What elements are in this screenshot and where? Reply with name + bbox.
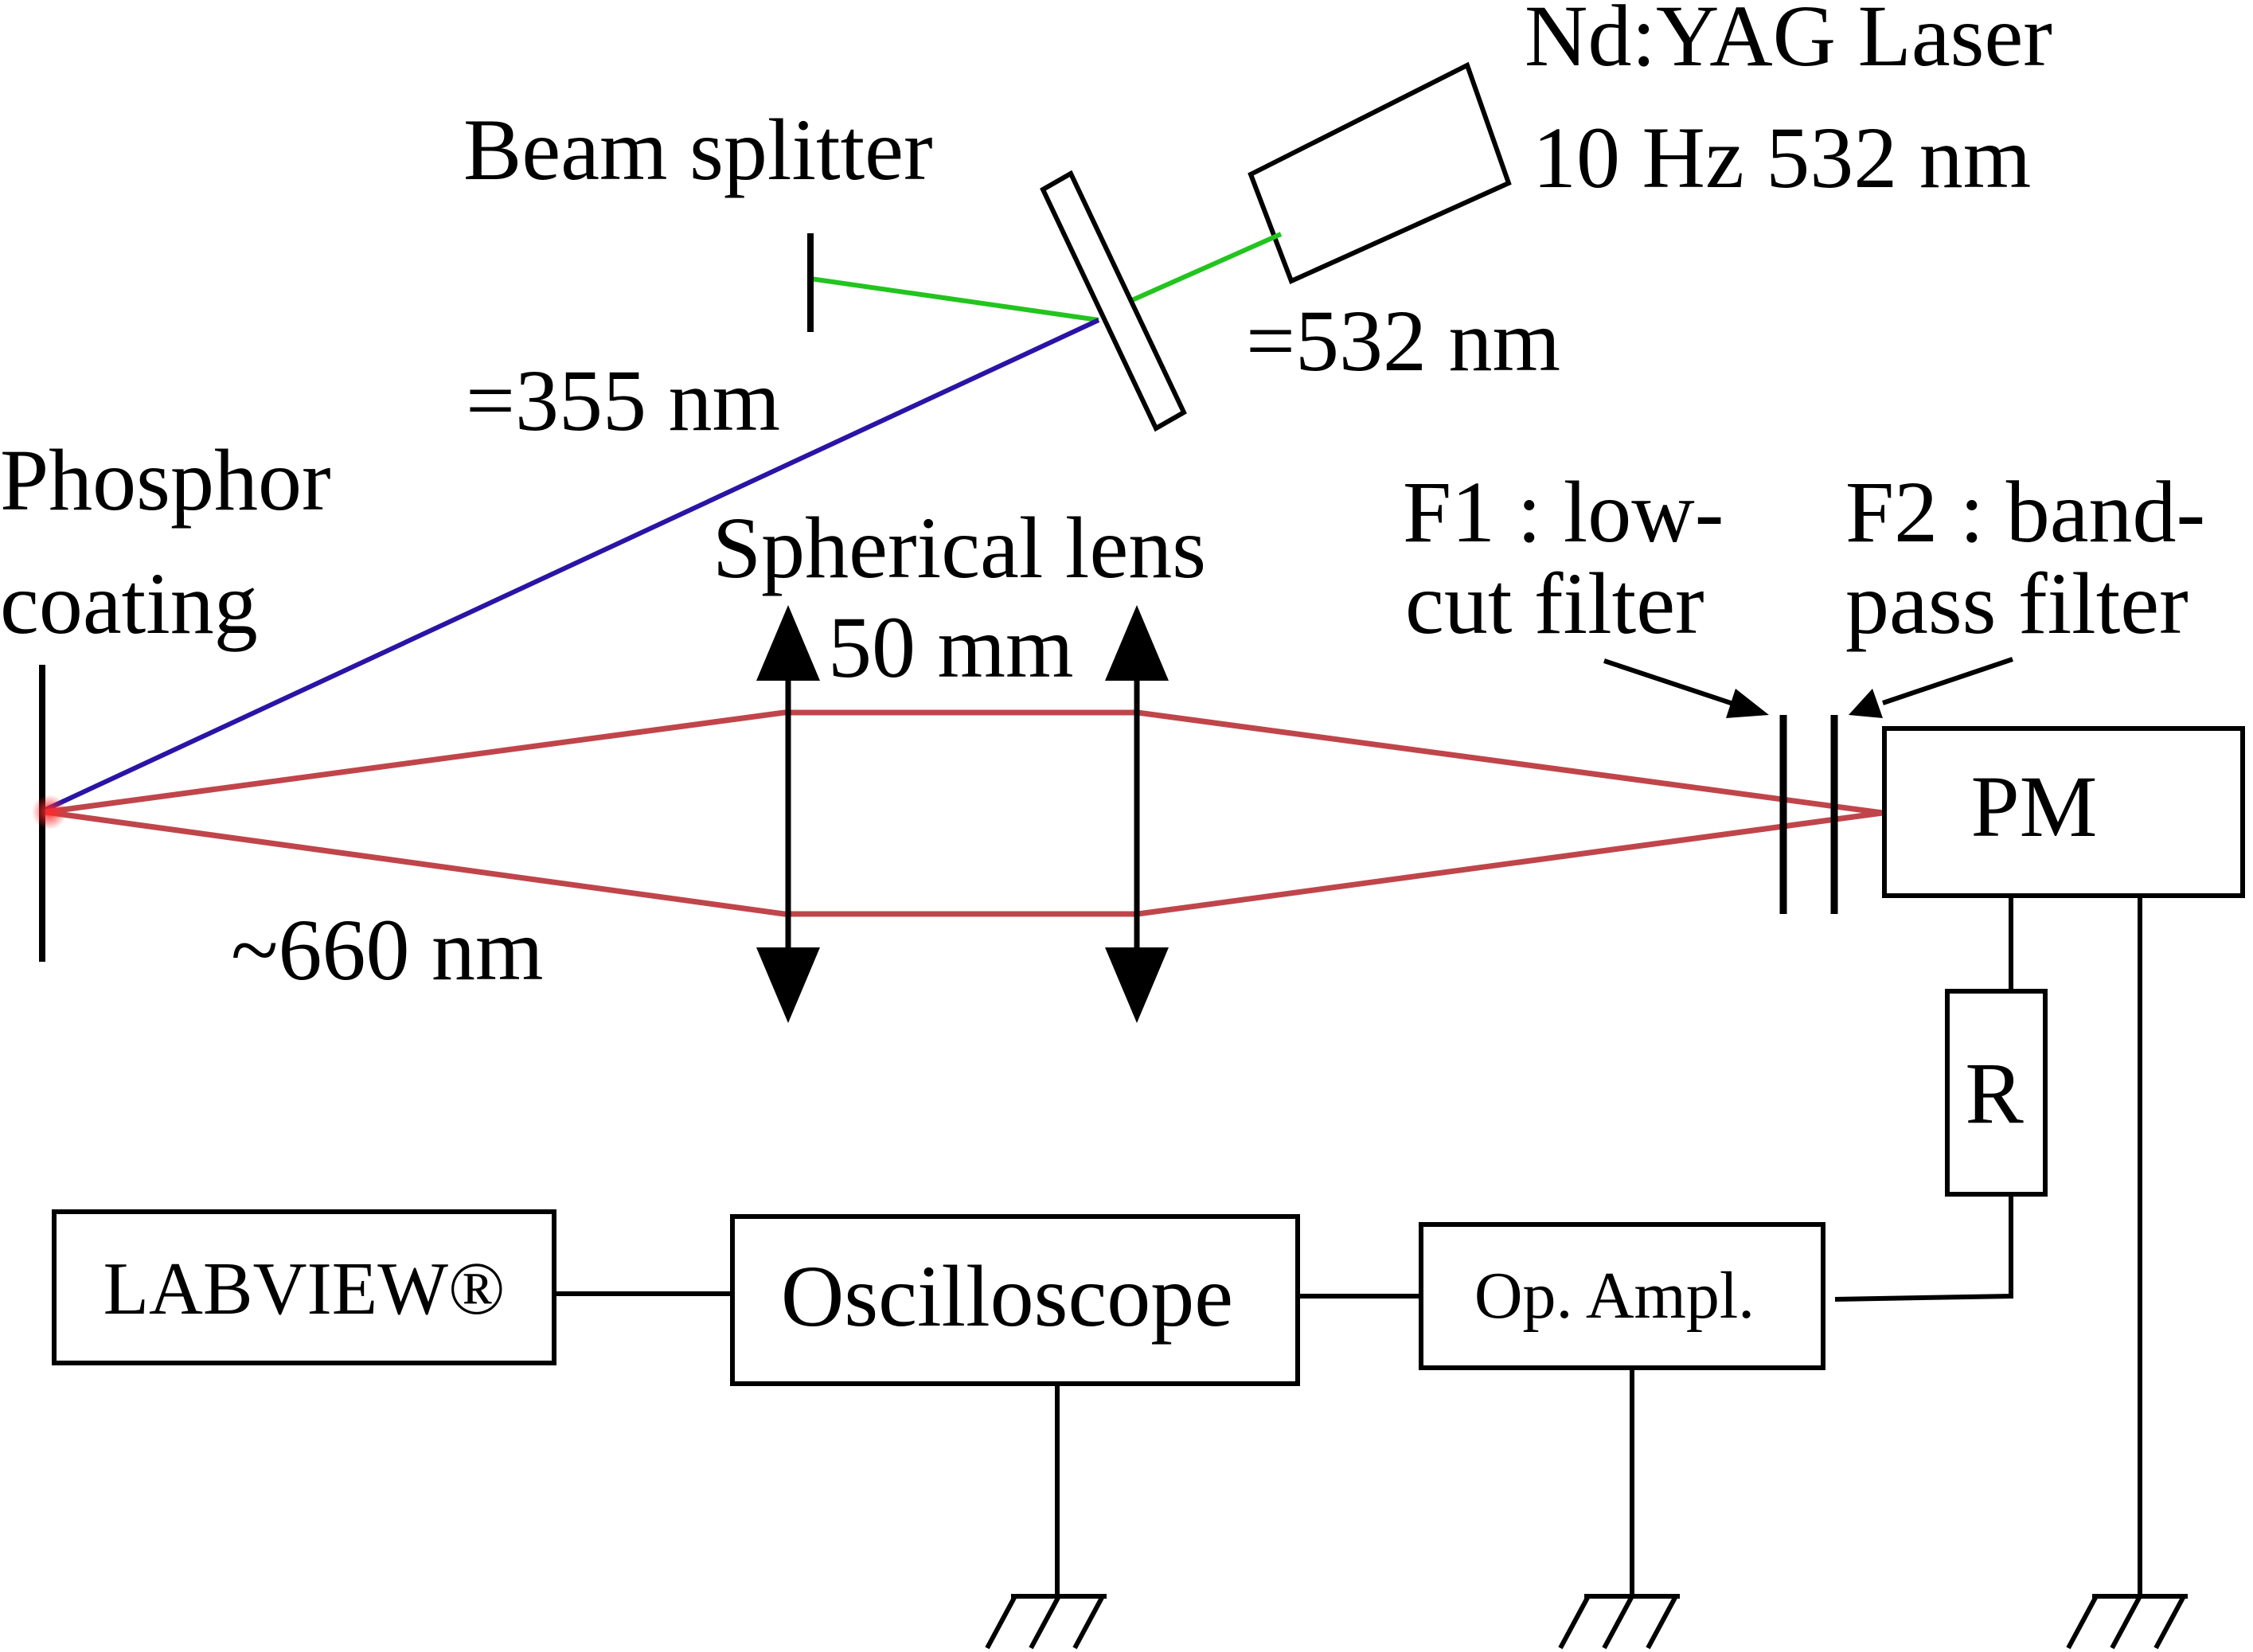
pm-box (1882, 726, 2245, 898)
wire-resistor-opamp (1834, 1194, 2013, 1302)
f2-pointer-arrow (1849, 657, 2013, 718)
labview-label: LABVIEW® (103, 1248, 506, 1330)
pm-label: PM (1971, 758, 2098, 855)
f2-label-line2: pass filter (1845, 555, 2189, 652)
resistor-label: R (1965, 1045, 2024, 1142)
beam-splitter-plate (1040, 170, 1187, 432)
spherical-lens-label: Spherical lens (713, 499, 1206, 596)
ground-symbol-icon (1558, 1594, 1680, 1650)
emission-wavelength-label: ~660 nm (231, 901, 544, 998)
ground-symbol-icon (985, 1594, 1107, 1650)
laser-box (1248, 61, 1512, 285)
lens-focal-label: 50 mm (828, 599, 1074, 696)
wavelength-532-label: =532 nm (1246, 292, 1560, 389)
beam-splitter-label: Beam splitter (463, 101, 933, 198)
resistor-box (1945, 989, 2048, 1197)
f2-label-line1: F2 : band- (1845, 463, 2205, 560)
op-ampl-label: Op. Ampl. (1474, 1259, 1755, 1333)
wavelength-355-label: =355 nm (466, 352, 780, 449)
f1-label-line2: cut filter (1405, 555, 1704, 652)
phosphor-label-line1: Phosphor (0, 432, 331, 529)
spherical-lens-2 (1105, 605, 1169, 1023)
oscilloscope-box (730, 1214, 1300, 1386)
uv-beam (44, 318, 1100, 812)
op-ampl-box (1419, 1222, 1825, 1370)
ground-symbol-icon (2066, 1594, 2188, 1650)
spherical-lens-1 (756, 605, 820, 1023)
green-beam-laser (1123, 232, 1283, 306)
emission-spot (32, 795, 67, 830)
green-beam-reflected (810, 276, 1099, 322)
f1-label-line1: F1 : low- (1403, 463, 1724, 560)
phosphor-label-line2: coating (0, 555, 258, 652)
laser-name-label: Nd:YAG Laser (1525, 0, 2052, 84)
labview-box (52, 1209, 556, 1365)
red-beam-lower (45, 809, 1884, 917)
oscilloscope-label: Oscilloscope (781, 1248, 1233, 1345)
f1-pointer-arrow (1603, 658, 1769, 718)
laser-spec-label: 10 Hz 532 nm (1533, 109, 2031, 206)
red-beam-upper (45, 709, 1884, 816)
